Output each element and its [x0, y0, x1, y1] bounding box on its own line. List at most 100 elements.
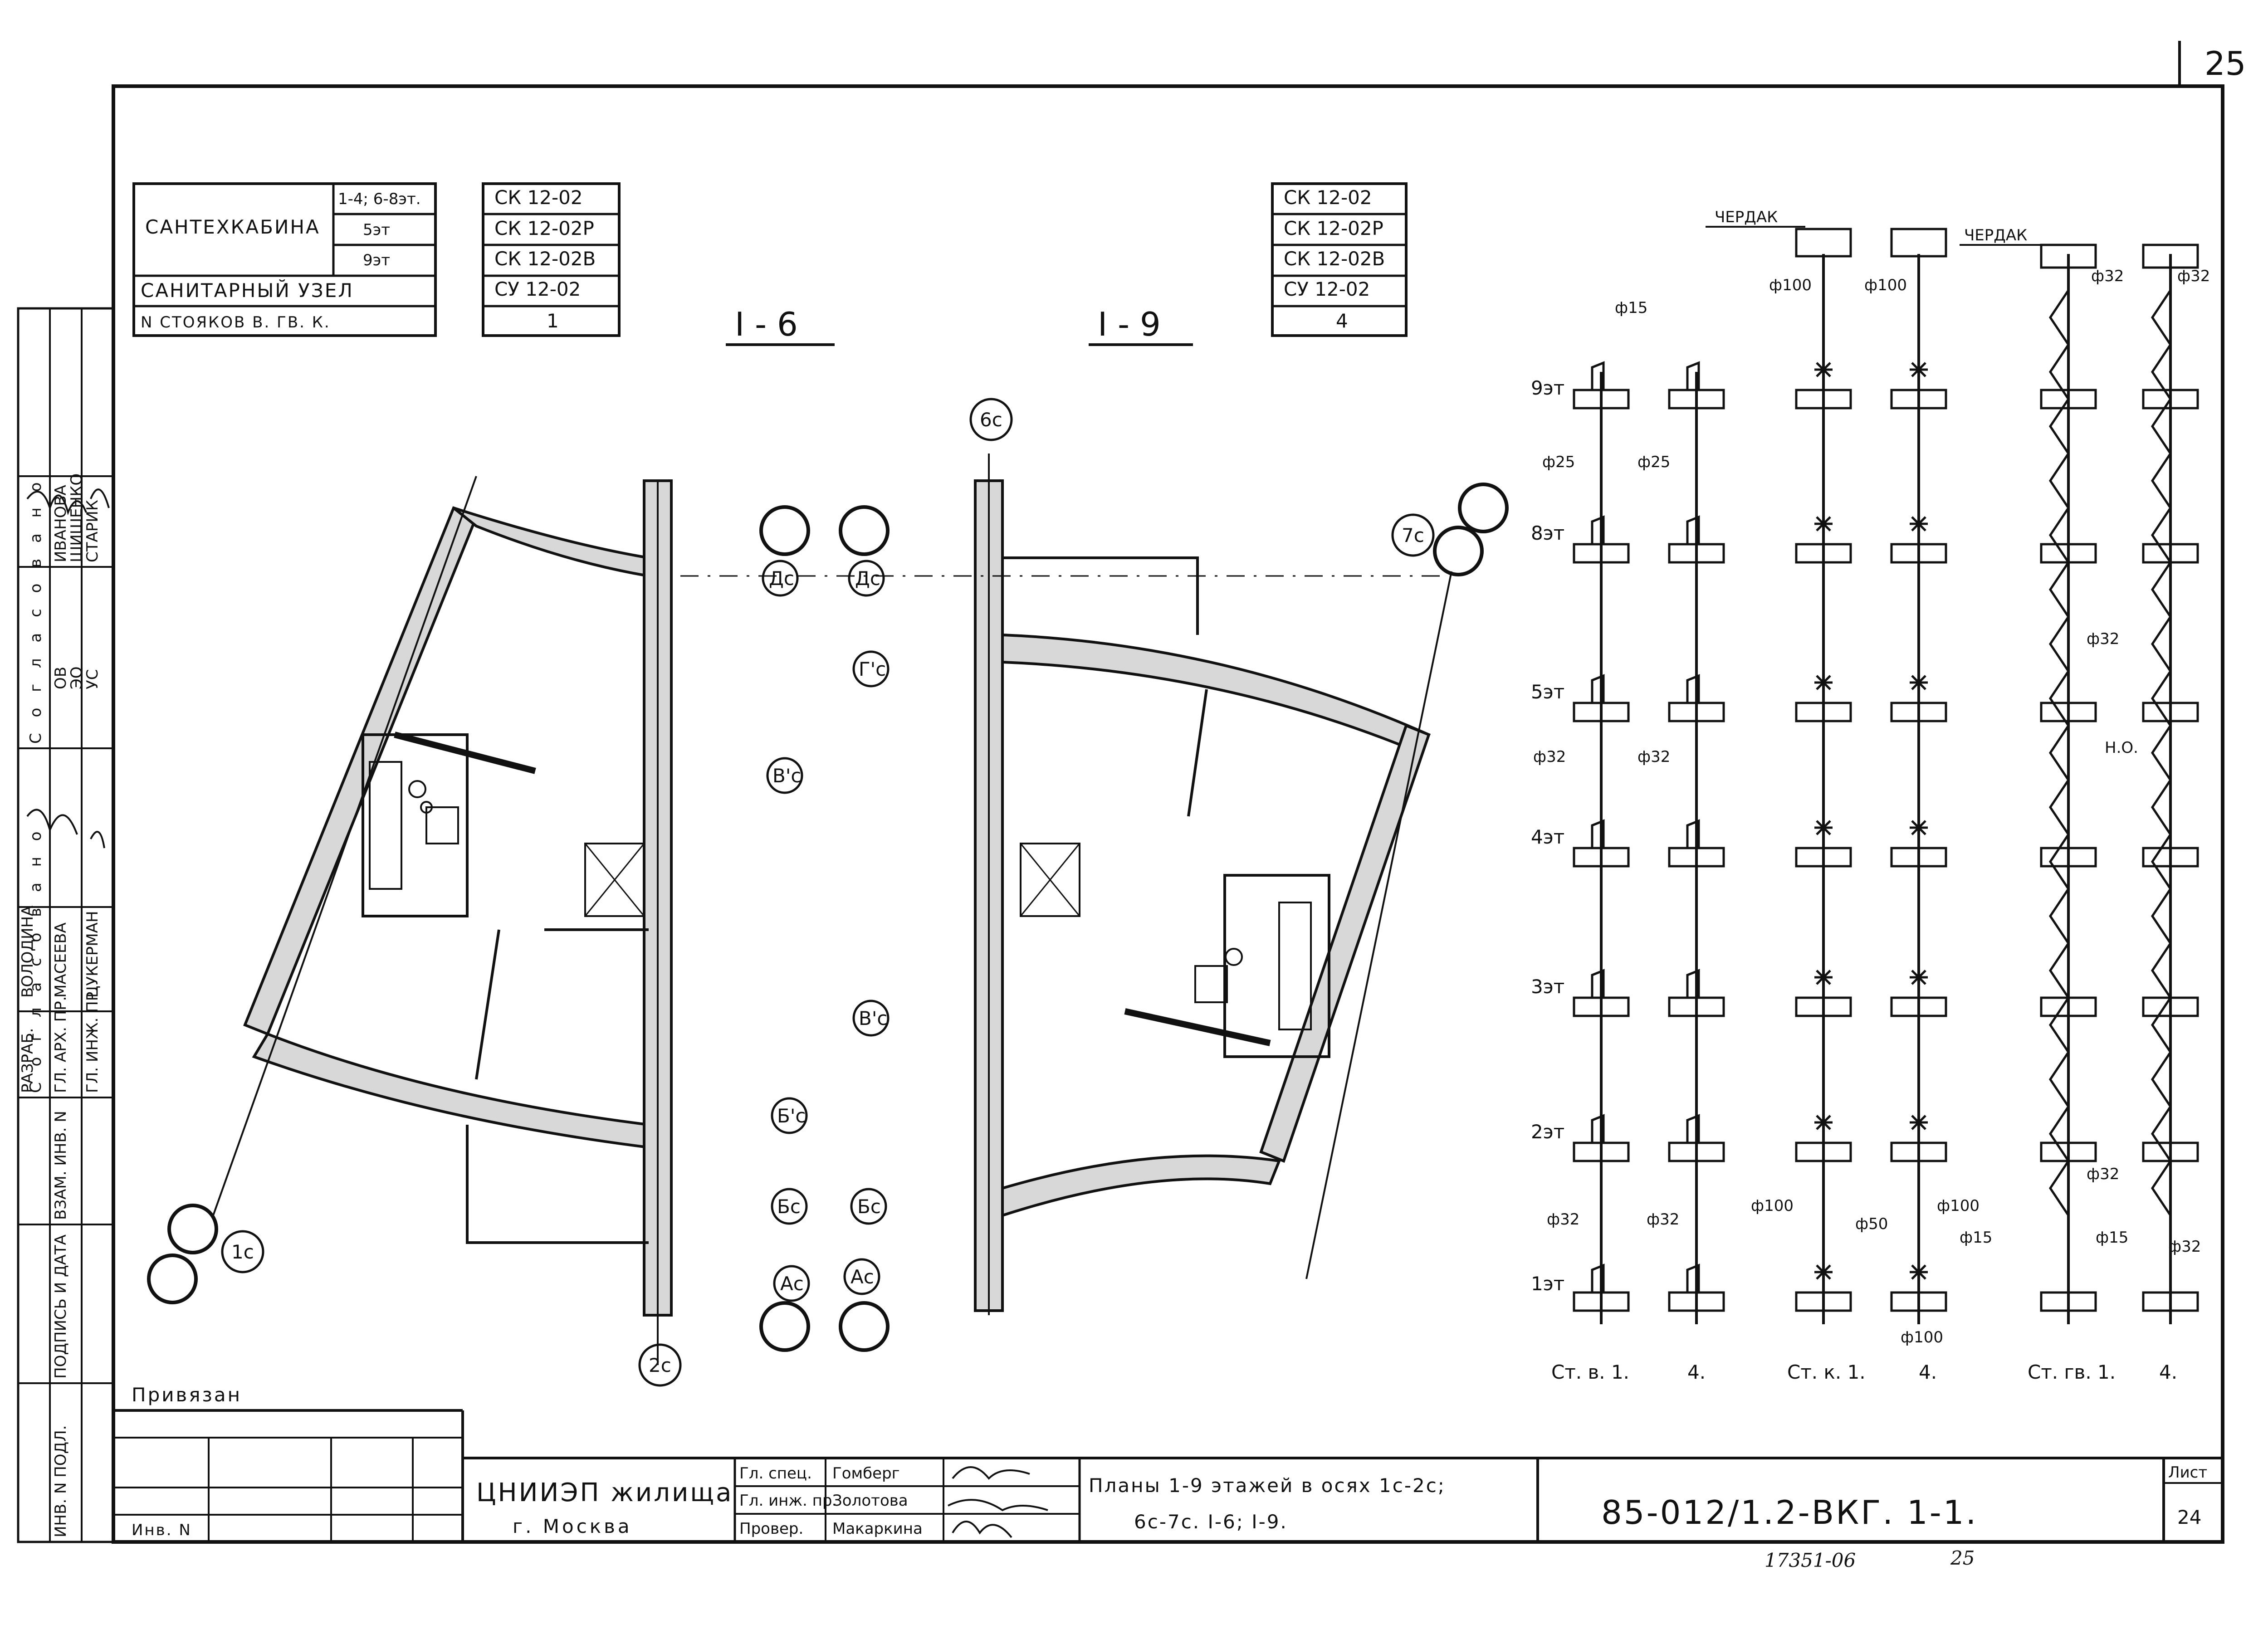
diam-d32-h: ф32	[1647, 1210, 1679, 1229]
drawing-frame	[112, 84, 2224, 1544]
spec-i9-row2: СК 12-02Р	[1284, 217, 1383, 239]
footer-page: 25	[1950, 1547, 1975, 1569]
floor-fixture	[1668, 847, 1725, 868]
floor-label-4: 4эт	[1531, 826, 1564, 848]
sewer-fitting	[1814, 1264, 1833, 1280]
diam-d32-b: ф32	[2177, 267, 2210, 285]
name-makarkina: Макаркина	[832, 1520, 923, 1538]
axis-bubble-dc-left: Дс	[769, 567, 794, 590]
floor-label-9: 9эт	[1531, 377, 1564, 399]
floor-fixture	[1890, 1141, 1947, 1162]
floor-fixture	[1890, 1291, 1947, 1312]
floor-fixture	[2040, 702, 2097, 722]
axis-bubble-bc-right: Бс	[857, 1195, 881, 1218]
sewer-fitting	[1814, 362, 1833, 377]
water-tap	[1591, 674, 1605, 703]
list-number: 24	[2177, 1506, 2201, 1528]
axis-bubble-ac-right: Ас	[850, 1266, 874, 1288]
diam-d100-d: ф100	[1937, 1197, 1980, 1215]
plan-title-i9: I - 9	[1098, 305, 1161, 343]
floor-fixture	[2142, 1291, 2199, 1312]
floor-label-8: 8эт	[1531, 522, 1564, 544]
axis-bubble-v1-right: В'с	[859, 1007, 887, 1029]
page-number: 25	[2204, 44, 2246, 83]
diam-d100-c: ф100	[1751, 1197, 1794, 1215]
caption-water-riser: Ст. в. 1.	[1551, 1361, 1629, 1383]
role-checked: Провер.	[739, 1520, 803, 1538]
floor-fixture	[1573, 847, 1630, 868]
axis-bubbles: Дс Дс Г'с В'с В'с Б'с Бс Бс Ас Ас 6с 7с …	[147, 398, 1509, 1387]
floor-fixture	[1795, 702, 1852, 722]
plan-i6-west-wall	[243, 506, 478, 1036]
side-agreed-text: С о г л а с о в а н о	[27, 477, 45, 744]
floor-fixture	[1890, 543, 1947, 564]
dept-name-shishenko: ШИШЕНКО	[68, 473, 86, 562]
floor-fixture	[1795, 1141, 1852, 1162]
spec-i6-row5: 1	[547, 310, 559, 332]
attic-label-right: ЧЕРДАК	[1964, 226, 2027, 244]
role-chief-specialist: Гл. спец.	[739, 1464, 812, 1483]
sewer-fitting	[1814, 970, 1833, 985]
riser-diagrams: ЧЕРДАК ЧЕРДАК 9эт 8эт 5эт 4эт 3эт 2эт 1э…	[1531, 208, 2210, 1383]
dept-eo: ЭО	[68, 666, 86, 689]
floor-plan-i6	[212, 476, 673, 1365]
floor-label-1: 1эт	[1531, 1273, 1564, 1295]
attic-label-left: ЧЕРДАК	[1715, 208, 1778, 226]
role-chief-engineer-project: Гл. инж. пр.	[739, 1492, 837, 1510]
water-tap	[1686, 515, 1700, 544]
sewer-fitting	[1910, 1264, 1928, 1280]
floor-fixture	[1795, 389, 1852, 410]
water-tap	[1591, 819, 1605, 848]
water-tap	[1686, 1263, 1700, 1293]
caption-water-riser-num: 4.	[1687, 1361, 1706, 1383]
name-chief-architect: МАСЕЕВА	[52, 922, 70, 998]
floor-label-2: 2эт	[1531, 1121, 1564, 1143]
water-tap	[1591, 969, 1605, 998]
role-developer: РАЗРАБ.	[19, 1028, 37, 1093]
sewer-fitting	[1814, 675, 1833, 690]
axis-bubble-2c: 2с	[649, 1354, 671, 1376]
sewer-fitting	[1910, 970, 1928, 985]
water-tap	[1591, 1263, 1605, 1293]
org-name: ЦНИИЭП жилища	[476, 1478, 733, 1507]
floor-fixture	[1890, 702, 1947, 722]
name-zolotova: Золотова	[832, 1492, 908, 1510]
floor-fixture	[1795, 543, 1852, 564]
axis-bubble-ac-left: Ас	[780, 1273, 804, 1295]
spec-table-i9: СК 12-02 СК 12-02Р СК 12-02В СУ 12-02 4	[1271, 182, 1408, 337]
name-gomberg: Гомберг	[832, 1464, 900, 1483]
caption-hot-riser-num: 4.	[2159, 1361, 2177, 1383]
title-signatures	[948, 1466, 1048, 1538]
plan-i6-north-wall	[453, 507, 650, 578]
plan-i6-bathroom	[362, 733, 469, 917]
floor-fixture	[2142, 702, 2199, 722]
name-developer: ВОЛОДИНА	[19, 906, 37, 998]
spec-i9-row4: СУ 12-02	[1284, 278, 1370, 300]
floor-fixture	[1890, 996, 1947, 1017]
diam-d15-b: ф15	[1960, 1229, 1992, 1247]
caption-sewer-riser: Ст. к. 1.	[1787, 1361, 1866, 1383]
floor-fixture	[1795, 996, 1852, 1017]
floor-fixture	[1573, 702, 1630, 722]
floor-fixture	[1668, 996, 1725, 1017]
diam-d100-b: ф100	[1864, 276, 1907, 294]
spec-sub-floors-5: 5эт	[363, 221, 390, 239]
spec-i9-row1: СК 12-02	[1284, 186, 1372, 209]
spec-i6-row2: СК 12-02Р	[494, 217, 594, 239]
side-stamp-frame	[17, 307, 115, 1543]
plan-i9-east-wall	[1259, 724, 1431, 1163]
diam-d100-e: ф100	[1901, 1328, 1943, 1346]
floor-fixture	[2040, 847, 2097, 868]
privyazan-label: Привязан	[132, 1384, 242, 1406]
diam-d32-e: ф32	[2087, 630, 2119, 648]
diam-d32-i: ф32	[2168, 1238, 2201, 1256]
role-chief-architect: ГЛ. АРХ. ПР.	[52, 996, 70, 1093]
floor-fixture	[2142, 847, 2199, 868]
diam-d32-a: ф32	[2091, 267, 2124, 285]
axis-bubble-v1-left: В'с	[772, 765, 801, 787]
floor-fixture	[1573, 389, 1630, 410]
sewer-fitting	[1910, 516, 1928, 532]
water-tap	[1686, 361, 1700, 390]
water-tap	[1686, 819, 1700, 848]
handwritten-signatures	[26, 488, 110, 849]
